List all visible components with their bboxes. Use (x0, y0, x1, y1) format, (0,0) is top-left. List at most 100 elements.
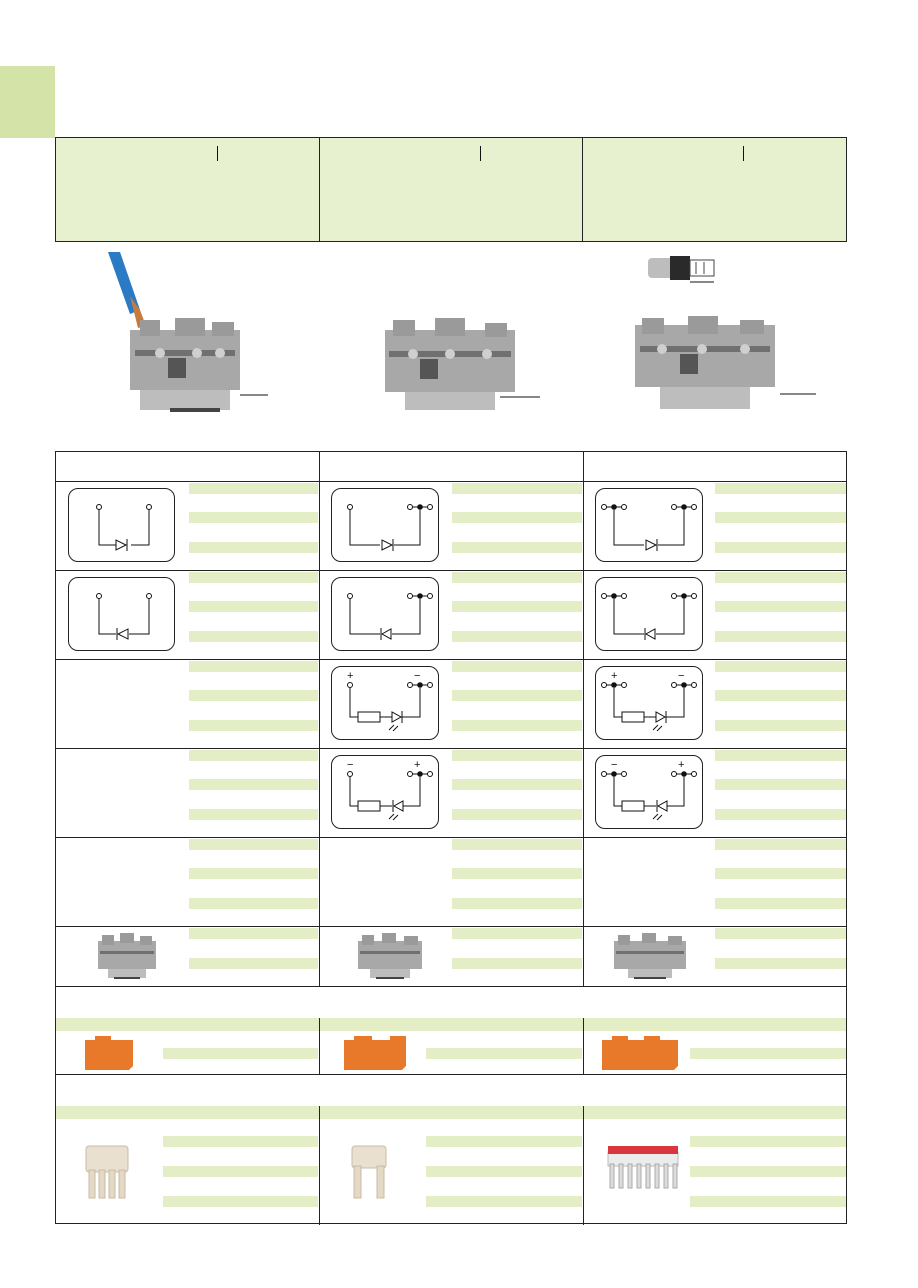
row-divider (56, 986, 846, 987)
header-cell-col3 (583, 138, 847, 241)
column-divider (319, 1018, 320, 1074)
data-bar (163, 1048, 318, 1059)
data-bar (163, 1166, 318, 1177)
row-divider (56, 659, 846, 660)
data-bar (690, 1048, 846, 1059)
data-bar (189, 661, 318, 672)
diode-reverse-schematic-icon (595, 577, 703, 651)
terminal-block-small-icon (614, 933, 686, 979)
svg-text:−: − (678, 670, 684, 682)
data-bar (189, 483, 318, 494)
data-bar (452, 898, 582, 909)
data-bar (452, 750, 582, 761)
data-bar (189, 750, 318, 761)
data-bar (715, 898, 846, 909)
terminal-block-ferrule-icon (635, 256, 816, 409)
row-divider (56, 570, 846, 571)
data-bar (715, 690, 846, 701)
diode-reverse-schematic-icon (331, 577, 439, 651)
data-bar (452, 601, 582, 612)
jumper-icon (85, 1145, 129, 1199)
data-bar (715, 542, 846, 553)
led-schematic-icon: − + (331, 755, 439, 829)
data-bar (452, 661, 582, 672)
data-bar (690, 1136, 846, 1147)
svg-text:+: + (414, 759, 420, 771)
data-bar (452, 958, 582, 969)
data-bar (715, 839, 846, 850)
data-bar (452, 928, 582, 939)
diode-schematic-icon (595, 488, 703, 562)
data-bar (715, 483, 846, 494)
data-bar (189, 572, 318, 583)
svg-text:+: + (678, 759, 684, 771)
header-table (55, 137, 847, 242)
terminal-block-small-icon (358, 933, 422, 979)
data-bar (452, 572, 582, 583)
data-bar (426, 1048, 582, 1059)
data-bar (189, 720, 318, 731)
data-bar (715, 661, 846, 672)
diode-schematic-icon (331, 488, 439, 562)
data-bar (189, 690, 318, 701)
data-bar (715, 631, 846, 642)
data-bar (715, 809, 846, 820)
data-bar (189, 839, 318, 850)
column-divider (319, 1106, 320, 1225)
data-bar (189, 542, 318, 553)
data-bar (426, 1196, 582, 1207)
data-bar (715, 928, 846, 939)
data-bar (452, 779, 582, 790)
data-bar (189, 868, 318, 879)
data-bar (715, 720, 846, 731)
row-divider (56, 837, 846, 838)
data-bar (452, 631, 582, 642)
data-bar (690, 1196, 846, 1207)
diode-schematic-icon (68, 488, 175, 562)
data-bar (189, 928, 318, 939)
svg-text:−: − (611, 759, 617, 771)
data-bar (690, 1166, 846, 1177)
column-divider (319, 452, 320, 986)
row-divider (56, 926, 846, 927)
row-divider (56, 481, 846, 482)
column-divider (583, 452, 584, 986)
data-bar (426, 1136, 582, 1147)
data-bar (189, 779, 318, 790)
header-cell-col1 (56, 138, 320, 241)
data-bar (452, 809, 582, 820)
terminal-block-small-icon (98, 933, 156, 979)
product-table: + − + − (55, 451, 847, 1225)
data-bar (452, 868, 582, 879)
column-divider (583, 1018, 584, 1074)
data-bar (163, 1136, 318, 1147)
data-bar (426, 1166, 582, 1177)
header-marker (479, 146, 481, 161)
end-plate-icon (85, 1036, 133, 1070)
data-bar (715, 601, 846, 612)
data-bar (163, 1196, 318, 1207)
jumper-icon (607, 1146, 679, 1189)
data-bar (452, 720, 582, 731)
diode-reverse-schematic-icon (68, 577, 175, 651)
data-bar (452, 839, 582, 850)
data-bar (452, 690, 582, 701)
section-tab (0, 66, 55, 138)
header-cell-col2 (319, 138, 584, 241)
terminal-block-with-wire-icon (108, 252, 268, 412)
data-bar (715, 750, 846, 761)
data-bar (715, 958, 846, 969)
svg-text:+: + (347, 670, 353, 682)
row-divider (56, 748, 846, 749)
row-divider (56, 1074, 846, 1075)
accessory-header-row (56, 1018, 846, 1031)
data-bar (189, 809, 318, 820)
terminal-block-icon (385, 318, 540, 410)
data-bar (189, 631, 318, 642)
jumper-icon (351, 1145, 387, 1199)
end-plate-icon (344, 1036, 406, 1070)
led-schematic-icon: + − (595, 666, 703, 740)
end-plate-icon (602, 1036, 678, 1070)
data-bar (189, 601, 318, 612)
data-bar (715, 779, 846, 790)
